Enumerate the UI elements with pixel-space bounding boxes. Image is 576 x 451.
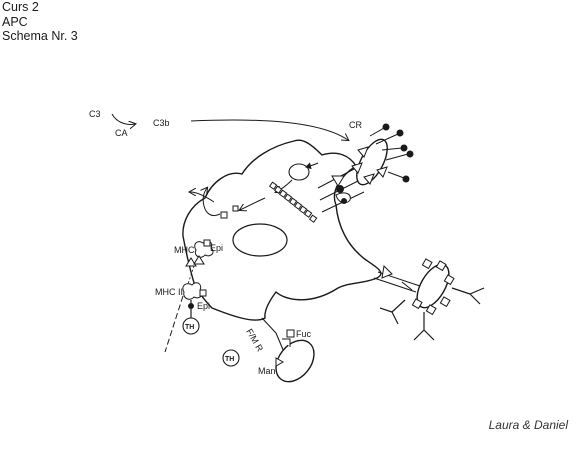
fmr-label: F/M R bbox=[244, 327, 265, 354]
author-credit: Laura & Daniel bbox=[488, 418, 568, 432]
export-path bbox=[190, 192, 215, 203]
scheme-label: Schema Nr. 3 bbox=[2, 29, 78, 43]
lollipop-antigens bbox=[369, 123, 414, 183]
epi-upper-label: Epi bbox=[210, 243, 223, 253]
mhc-upper-label: MHC bbox=[174, 245, 195, 255]
pathogen-lower bbox=[275, 339, 315, 383]
mannose-ligand bbox=[275, 357, 285, 367]
topic-label: APC bbox=[2, 14, 28, 29]
c3-cleavage-arrow bbox=[111, 113, 135, 124]
migration-dashed-line bbox=[164, 295, 184, 353]
fucose-ligand bbox=[282, 329, 295, 347]
mhc-epitope-complex-upper bbox=[185, 239, 214, 267]
tcr-contact-dot bbox=[188, 303, 194, 309]
th-cell-1 bbox=[182, 317, 200, 335]
cr-label: CR bbox=[349, 120, 362, 130]
c3b-label: C3b bbox=[153, 118, 170, 128]
fmr-receptor bbox=[261, 317, 285, 353]
mhc-lower-label: MHC II bbox=[155, 287, 183, 297]
antigen-fragment-chain bbox=[268, 181, 318, 223]
course-label: Curs 2 bbox=[2, 0, 39, 14]
fc-receptor-contact bbox=[373, 264, 421, 293]
c3b-coating bbox=[351, 146, 388, 185]
export-path bbox=[203, 188, 221, 217]
peptide bbox=[232, 205, 239, 212]
th-cell-2 bbox=[222, 349, 240, 367]
opsonized-bacterium bbox=[356, 138, 388, 186]
man-label: Man bbox=[258, 366, 276, 376]
pathogen-surface-antigens bbox=[411, 258, 455, 316]
mhc-ii-epitope-complex bbox=[182, 282, 207, 300]
mhc-trafficking-line bbox=[187, 265, 195, 285]
th-label-2: TH bbox=[225, 356, 234, 363]
th-label-1: TH bbox=[185, 324, 194, 331]
header: Curs 2 APC Schema Nr. 3 bbox=[2, 0, 78, 44]
c3b-to-cr-arrow bbox=[190, 119, 348, 140]
peptide bbox=[220, 211, 228, 219]
epi-lower-label: Epi bbox=[197, 301, 210, 311]
antibodies bbox=[379, 287, 485, 341]
processing-path bbox=[240, 197, 266, 210]
phagosome bbox=[288, 163, 310, 181]
ca-label: CA bbox=[115, 128, 128, 138]
complement-receptor-cluster bbox=[317, 167, 365, 213]
nucleus bbox=[232, 223, 288, 257]
c3-label: C3 bbox=[89, 109, 101, 119]
internalization-arrow bbox=[305, 162, 319, 170]
fuc-label: Fuc bbox=[296, 329, 312, 339]
